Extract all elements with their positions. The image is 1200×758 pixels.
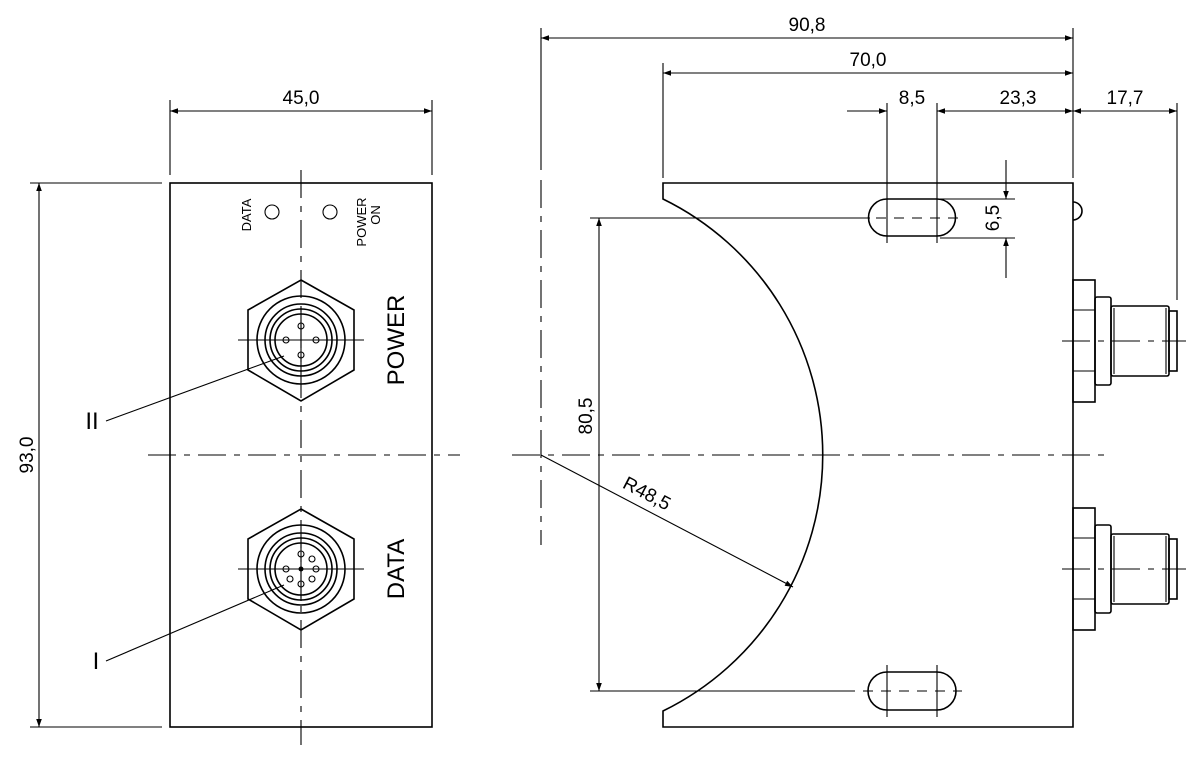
data-led-icon — [264, 204, 280, 220]
connector-label-data: DATA — [383, 539, 410, 599]
dim-70-0: 70,0 — [850, 50, 887, 71]
leader-line-power — [105, 355, 285, 422]
dim-23-3: 23,3 — [1000, 88, 1037, 109]
leader-line-data — [105, 584, 285, 662]
data-connector-icon — [238, 508, 364, 631]
dim-width-45: 45,0 — [283, 88, 320, 109]
connector-label-power: POWER — [383, 295, 410, 386]
power-led-icon — [322, 204, 338, 220]
callout-I: I — [93, 648, 100, 675]
side-body-outline — [662, 182, 1074, 728]
led-label-data: DATA — [239, 198, 254, 231]
connector-side-top-icon — [1062, 279, 1186, 403]
dim-17-7: 17,7 — [1107, 88, 1144, 109]
front-view: 45,0 93,0 DATA POWER ON POWER — [17, 88, 460, 745]
radius-leader — [540, 454, 794, 588]
led-label-power: POWER — [354, 197, 369, 246]
led-label-on: ON — [368, 205, 383, 225]
callout-II: II — [85, 408, 98, 435]
connector-side-bottom-icon — [1062, 507, 1186, 631]
dim-r48-5: R48,5 — [619, 473, 674, 515]
side-view: 90,8 70,0 8,5 23,3 17,7 6,5 80,5 R48,5 — [512, 15, 1186, 728]
dim-8-5: 8,5 — [899, 88, 925, 109]
dim-6-5: 6,5 — [983, 205, 1004, 231]
dim-80-5: 80,5 — [576, 398, 597, 435]
dim-height-93: 93,0 — [17, 437, 38, 474]
mounting-slot-bottom — [863, 665, 962, 717]
power-connector-icon — [238, 279, 364, 402]
led-bump-icon — [1072, 201, 1083, 221]
dim-90-8: 90,8 — [789, 15, 826, 36]
